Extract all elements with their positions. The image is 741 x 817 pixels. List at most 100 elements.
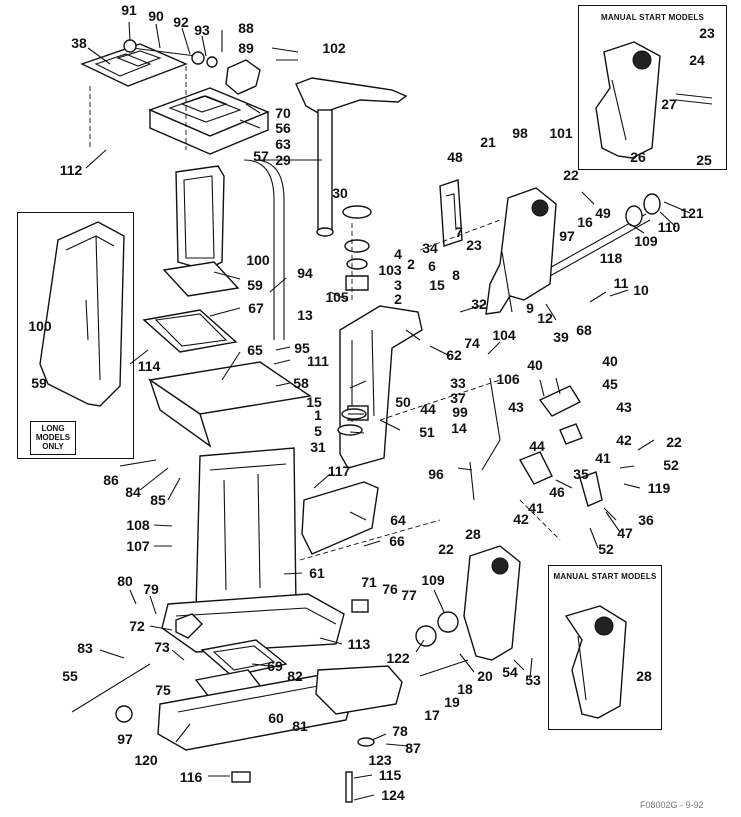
callout-112: 112 xyxy=(59,162,83,178)
callout-47: 47 xyxy=(617,525,633,541)
long-models-only-note: LONG MODELS ONLY xyxy=(30,421,76,455)
callout-15-b: 15 xyxy=(306,394,322,410)
callout-94: 94 xyxy=(297,265,313,281)
callout-65: 65 xyxy=(247,342,263,358)
callout-6: 6 xyxy=(428,258,436,274)
callout-110: 110 xyxy=(657,219,681,235)
callout-52-a: 52 xyxy=(663,457,679,473)
callout-97-bottom: 97 xyxy=(117,731,133,747)
callout-5: 5 xyxy=(314,423,322,439)
callout-8: 8 xyxy=(452,267,460,283)
callout-115: 115 xyxy=(378,767,402,783)
callout-70: 70 xyxy=(275,105,291,121)
callout-59-inset: 59 xyxy=(31,375,47,391)
callout-1: 1 xyxy=(314,407,322,423)
catalog-code: F08002G - 9-92 xyxy=(640,800,704,810)
callout-22-a: 22 xyxy=(563,167,579,183)
callout-49: 49 xyxy=(595,205,611,221)
callout-46: 46 xyxy=(549,484,565,500)
callout-76: 76 xyxy=(382,581,398,597)
callout-13: 13 xyxy=(297,307,313,323)
inset-top-bracket xyxy=(595,41,713,159)
callout-10: 10 xyxy=(633,282,649,298)
callout-121: 121 xyxy=(680,205,704,221)
callout-120: 120 xyxy=(134,752,158,768)
callout-58: 58 xyxy=(293,375,309,391)
callout-83: 83 xyxy=(77,640,93,656)
callout-40-a: 40 xyxy=(527,357,543,373)
callout-27: 27 xyxy=(661,96,677,112)
callout-9: 9 xyxy=(526,300,534,316)
callout-28-mid: 28 xyxy=(465,526,481,542)
callout-3: 3 xyxy=(394,277,402,293)
callout-19: 19 xyxy=(444,694,460,710)
callout-102: 102 xyxy=(322,40,346,56)
leader-lines xyxy=(85,21,691,801)
callout-20: 20 xyxy=(477,668,493,684)
callout-17: 17 xyxy=(424,707,440,723)
callout-98: 98 xyxy=(512,125,528,141)
callout-39: 39 xyxy=(553,329,569,345)
callout-54: 54 xyxy=(502,664,518,680)
callout-107: 107 xyxy=(126,538,150,554)
callout-77: 77 xyxy=(401,587,417,603)
callout-32: 32 xyxy=(471,296,487,312)
callout-36: 36 xyxy=(638,512,654,528)
callout-109-mid: 109 xyxy=(421,572,445,588)
callout-7: 7 xyxy=(455,224,463,240)
callout-86: 86 xyxy=(103,472,119,488)
callout-42-b: 42 xyxy=(513,511,529,527)
callout-51: 51 xyxy=(419,424,435,440)
callout-4: 4 xyxy=(394,246,402,262)
callout-64: 64 xyxy=(390,512,406,528)
callout-23-mid: 23 xyxy=(466,237,482,253)
callout-57: 57 xyxy=(253,148,269,164)
callout-22-c: 22 xyxy=(438,541,454,557)
exhaust-housing-lower xyxy=(195,447,297,619)
inset-manual-start-top-title: MANUAL START MODELS xyxy=(600,13,705,22)
callout-63: 63 xyxy=(275,136,291,152)
callout-124: 124 xyxy=(381,787,405,803)
callout-61: 61 xyxy=(309,565,325,581)
callout-73: 73 xyxy=(154,639,170,655)
callout-119: 119 xyxy=(647,480,671,496)
callout-97-top: 97 xyxy=(559,228,575,244)
callout-14: 14 xyxy=(451,420,467,436)
callout-30: 30 xyxy=(332,185,348,201)
stern-bracket-lower xyxy=(419,545,521,677)
note-line-1: LONG xyxy=(41,424,65,433)
callout-44-a: 44 xyxy=(420,401,436,417)
shift-linkage xyxy=(469,377,603,507)
callout-75: 75 xyxy=(155,682,171,698)
alignment-lines xyxy=(89,66,561,561)
callout-78: 78 xyxy=(392,723,408,739)
callout-80: 80 xyxy=(117,573,133,589)
callout-15-a: 15 xyxy=(429,277,445,293)
callout-67: 67 xyxy=(248,300,264,316)
callout-42-a: 42 xyxy=(616,432,632,448)
callout-105: 105 xyxy=(325,289,349,305)
callout-44-b: 44 xyxy=(529,438,545,454)
callout-85: 85 xyxy=(150,492,166,508)
callout-60: 60 xyxy=(268,710,284,726)
callout-43-b: 43 xyxy=(616,399,632,415)
callout-31: 31 xyxy=(310,439,326,455)
exhaust-housing-upper xyxy=(175,165,225,271)
callout-12: 12 xyxy=(537,310,553,326)
callout-114: 114 xyxy=(137,358,161,374)
callout-56: 56 xyxy=(275,120,291,136)
callout-89: 89 xyxy=(238,40,254,56)
bushings-stack xyxy=(337,205,372,436)
callout-53: 53 xyxy=(525,672,541,688)
callout-113: 113 xyxy=(347,636,371,652)
long-models-extension xyxy=(39,221,125,407)
callout-2-b: 2 xyxy=(394,291,402,307)
callout-84: 84 xyxy=(125,484,141,500)
callout-24: 24 xyxy=(689,52,705,68)
gaskets-mid xyxy=(142,261,312,448)
callout-96: 96 xyxy=(428,466,444,482)
callout-100-mid: 100 xyxy=(246,252,270,268)
callout-87: 87 xyxy=(405,740,421,756)
exhaust-housing-bottom xyxy=(157,665,403,751)
side-cover xyxy=(301,481,379,555)
